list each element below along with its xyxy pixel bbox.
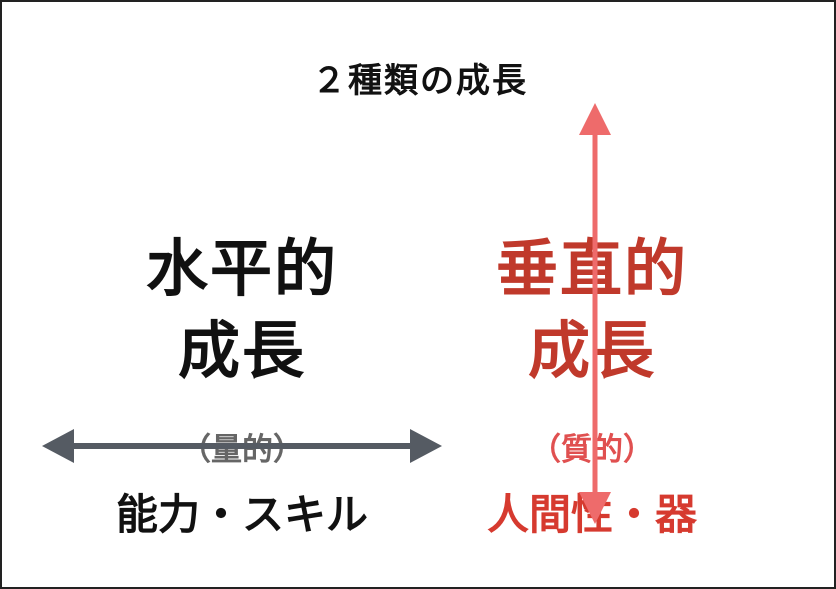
- vertical-growth-heading-line2: 成長: [527, 314, 656, 387]
- horizontal-growth-caption: 能力・スキル: [115, 490, 368, 539]
- horizontal-arrow-icon: [42, 429, 442, 463]
- horizontal-growth-heading-line1: 水平的: [145, 232, 338, 305]
- horizontal-growth-heading-line2: 成長: [177, 314, 306, 387]
- vertical-growth-subtitle: （質的）: [530, 432, 654, 468]
- horizontal-growth-subtitle: （量的）: [180, 432, 304, 468]
- vertical-arrow-icon: [579, 103, 611, 524]
- page-title: ２種類の成長: [312, 61, 528, 101]
- vertical-growth-heading-line1: 垂直的: [495, 232, 688, 305]
